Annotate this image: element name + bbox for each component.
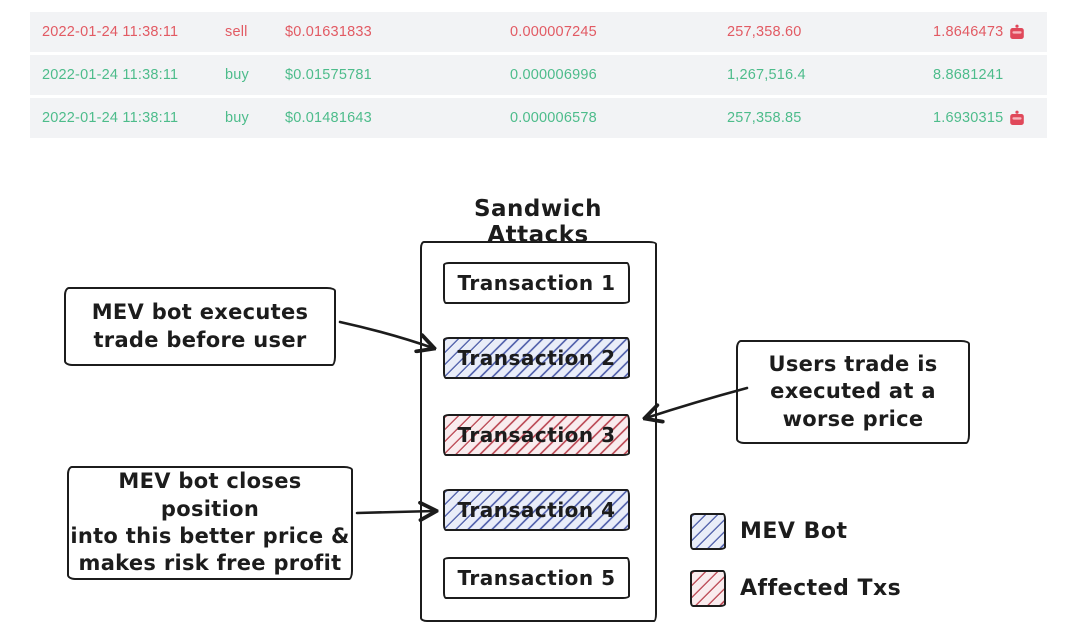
- trade-price: $0.01631833: [285, 24, 372, 40]
- trade-value-group: 1.8646473: [933, 12, 1025, 52]
- trade-value: 1.6930315: [933, 110, 1004, 126]
- transaction-3-label: Transaction 3: [457, 423, 616, 447]
- legend-affected-label: Affected Txs: [740, 576, 902, 601]
- table-row[interactable]: 2022-01-24 11:38:11 buy $0.01575781 0.00…: [30, 55, 1047, 95]
- legend-mev-label: MEV Bot: [740, 519, 848, 544]
- trade-table: 2022-01-24 11:38:11 sell $0.01631833 0.0…: [30, 12, 1047, 141]
- bot-icon: [1009, 110, 1025, 126]
- trade-time: 2022-01-24 11:38:11: [42, 24, 179, 40]
- callout-victim: Users trade is executed at a worse price: [736, 340, 970, 444]
- table-row[interactable]: 2022-01-24 11:38:11 sell $0.01631833 0.0…: [30, 12, 1047, 52]
- mev-bot-swatch-icon: [690, 513, 726, 550]
- transaction-4-label: Transaction 4: [457, 498, 616, 522]
- transaction-3-box-affected: Transaction 3: [443, 414, 630, 456]
- legend-item-affected-txs: Affected Txs: [690, 570, 901, 607]
- trade-qty: 257,358.85: [727, 110, 802, 126]
- trade-amount: 0.000007245: [510, 24, 597, 40]
- transaction-2-label: Transaction 2: [457, 346, 616, 370]
- trade-side: buy: [225, 67, 249, 83]
- table-row[interactable]: 2022-01-24 11:38:11 buy $0.01481643 0.00…: [30, 98, 1047, 138]
- trade-qty: 1,267,516.4: [727, 67, 806, 83]
- bot-icon: [1009, 24, 1025, 40]
- legend-item-mev-bot: MEV Bot: [690, 513, 848, 550]
- trade-time: 2022-01-24 11:38:11: [42, 67, 179, 83]
- trade-amount: 0.000006578: [510, 110, 597, 126]
- diagram-title: Sandwich Attacks: [473, 196, 603, 248]
- transaction-1-label: Transaction 1: [457, 271, 616, 295]
- trade-time: 2022-01-24 11:38:11: [42, 110, 179, 126]
- trade-amount: 0.000006996: [510, 67, 597, 83]
- transaction-4-box-mev: Transaction 4: [443, 489, 630, 531]
- trade-value: 8.8681241: [933, 67, 1004, 83]
- arrow-victim: [646, 386, 749, 418]
- trade-price: $0.01575781: [285, 67, 372, 83]
- trade-value: 1.8646473: [933, 24, 1004, 40]
- trade-value-group: 1.6930315: [933, 98, 1025, 138]
- transaction-1-box: Transaction 1: [443, 262, 630, 304]
- trade-price: $0.01481643: [285, 110, 372, 126]
- trade-side: buy: [225, 110, 249, 126]
- transaction-2-box-mev: Transaction 2: [443, 337, 630, 379]
- affected-txs-swatch-icon: [690, 570, 726, 607]
- trade-value-group: 8.8681241: [933, 55, 1003, 95]
- transaction-5-label: Transaction 5: [457, 566, 616, 590]
- trade-qty: 257,358.60: [727, 24, 802, 40]
- callout-front-run: MEV bot executes trade before user: [64, 287, 336, 366]
- transaction-5-box: Transaction 5: [443, 557, 630, 599]
- callout-back-run: MEV bot closes position into this better…: [67, 466, 353, 580]
- trade-side: sell: [225, 24, 248, 40]
